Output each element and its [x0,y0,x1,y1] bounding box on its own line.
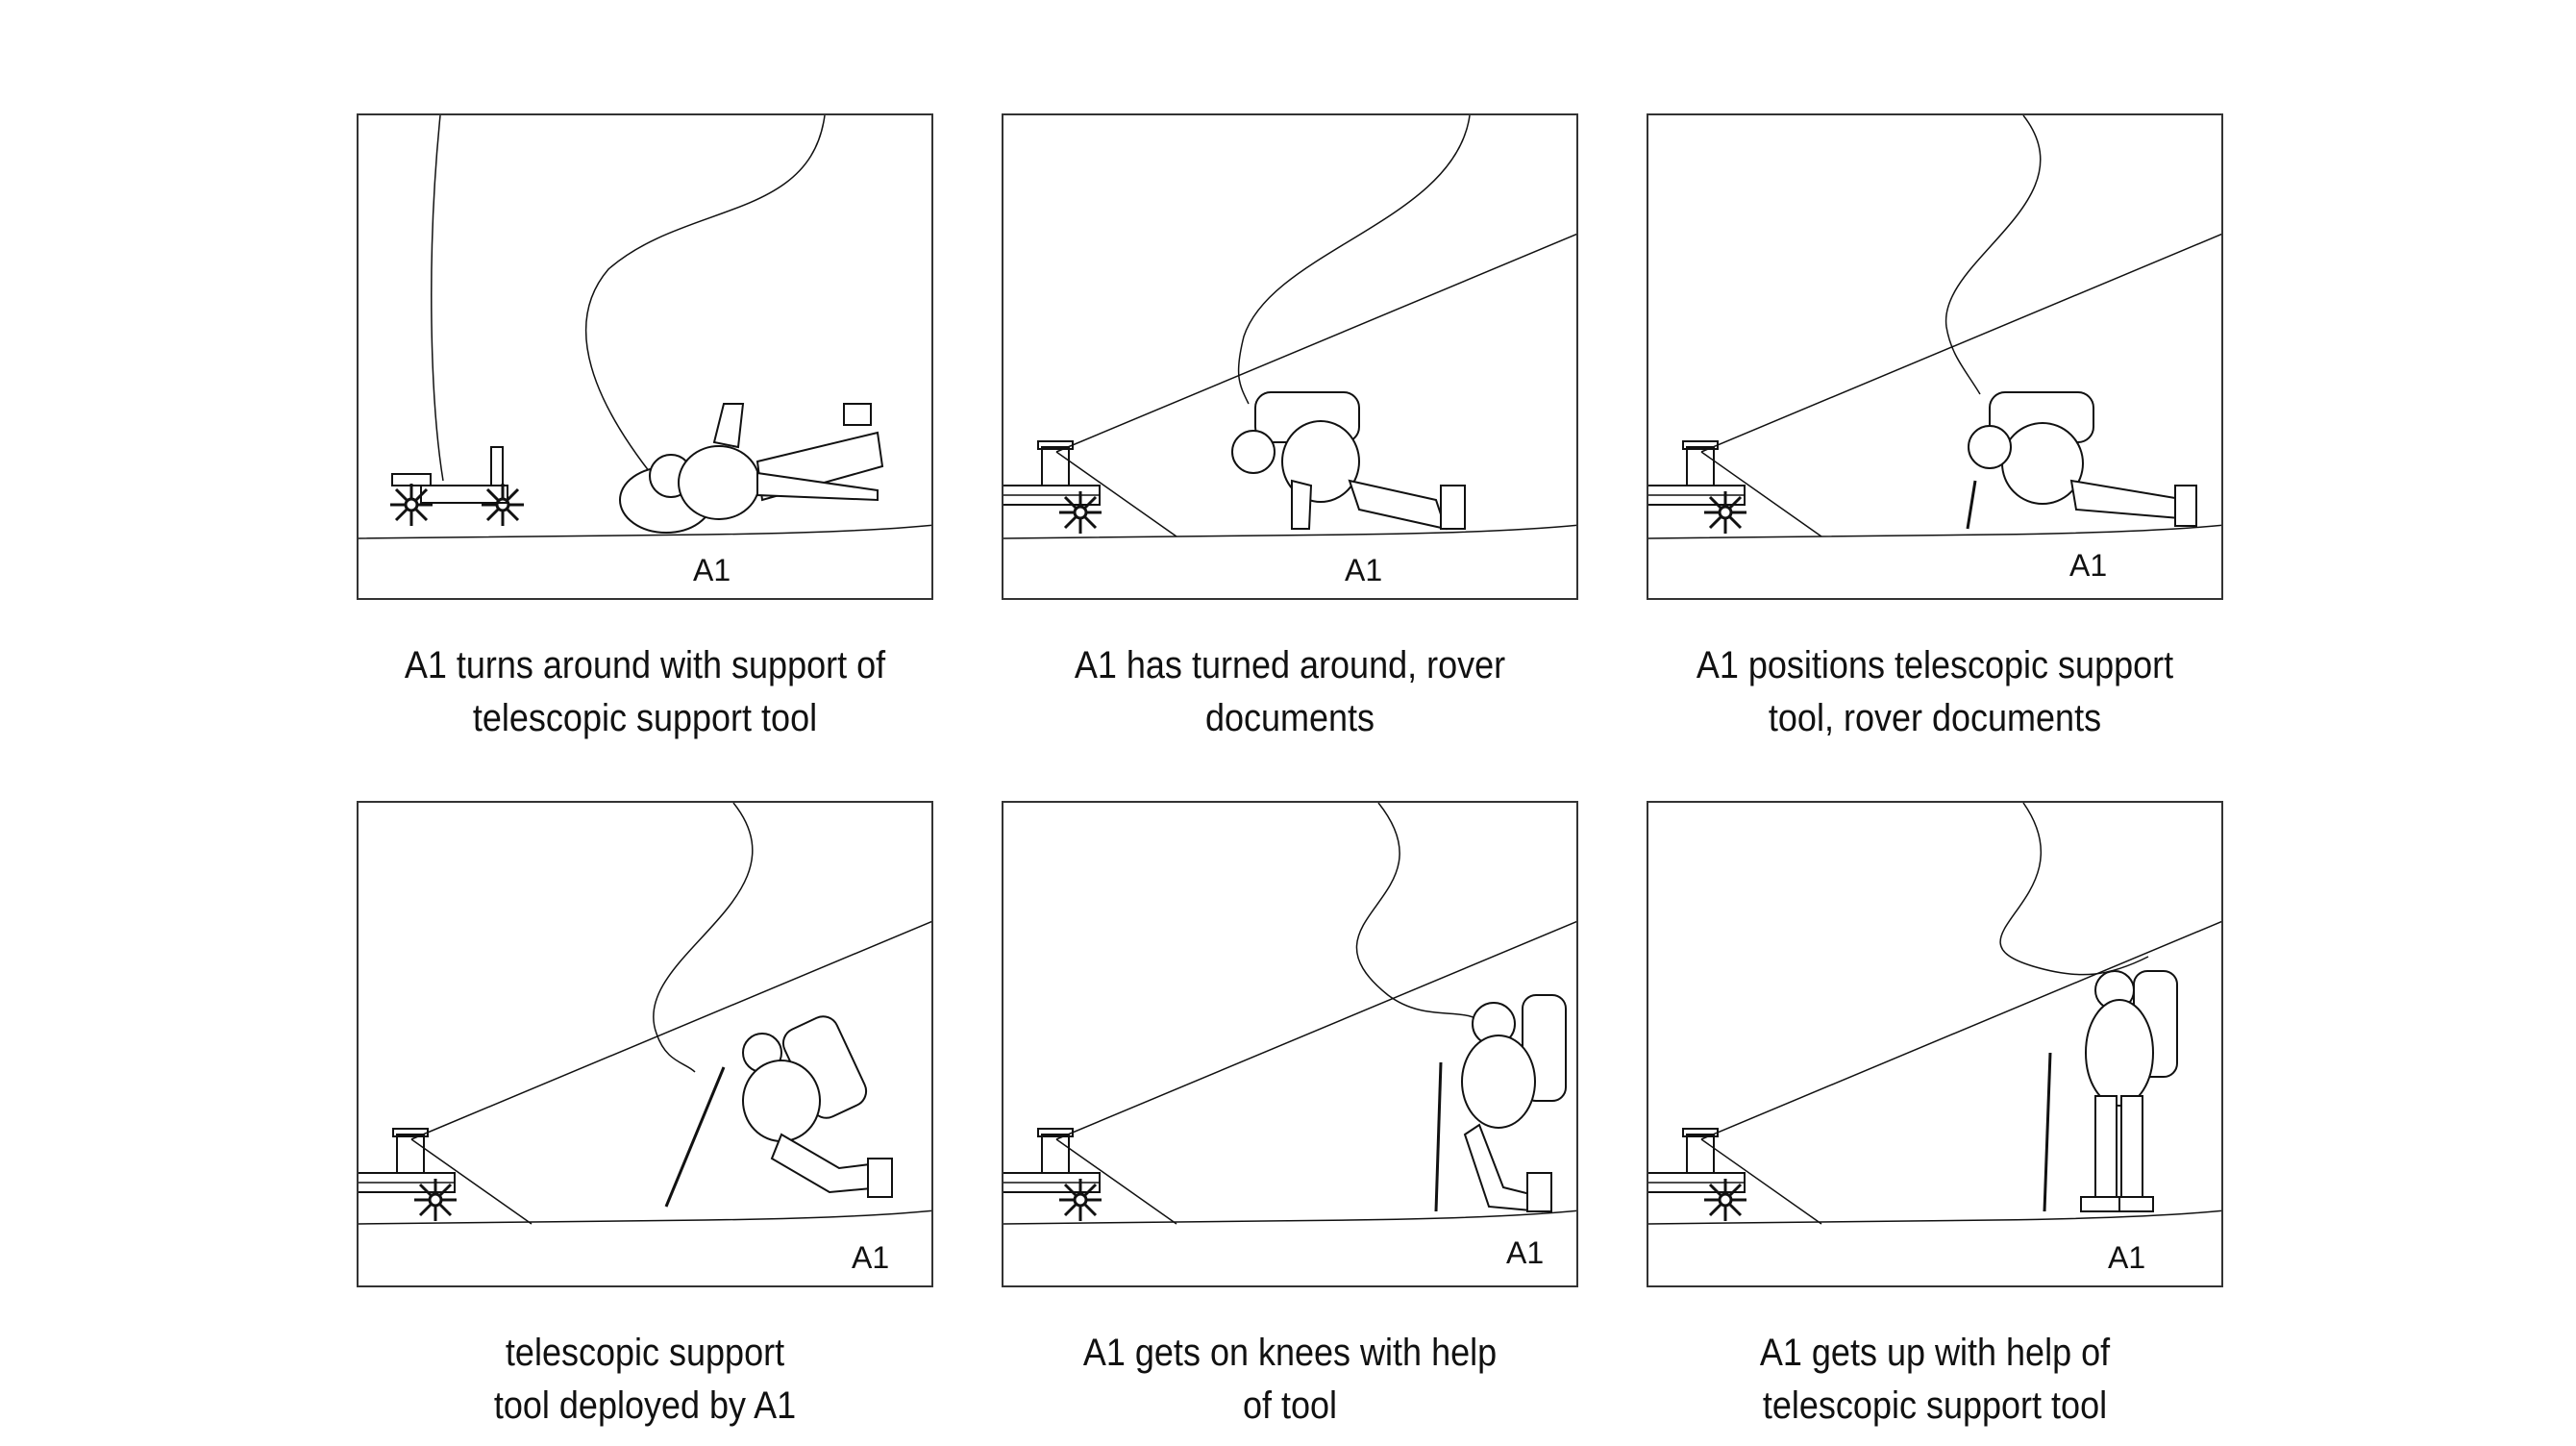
storyboard-panel-3: A1 [1647,113,2223,600]
astronaut-label-a1: A1 [1345,553,1383,587]
astronaut-label-a1: A1 [1506,1235,1545,1270]
panel-6-caption: A1 gets up with help of telescopic suppo… [1632,1327,2238,1433]
caption-line: A1 has turned around, rover [1074,644,1506,686]
storyboard-panel-6: A1 [1647,801,2223,1287]
panel-5-caption: A1 gets on knees with help of tool [987,1327,1593,1433]
panel-4-caption: telescopic support tool deployed by A1 [342,1327,948,1433]
caption-line: of tool [1242,1384,1338,1427]
scene-illustration-5 [1003,803,1576,1225]
storyboard-panel-2: A1 [1002,113,1578,600]
astronaut-label-a1: A1 [2069,548,2108,583]
caption-line: telescopic support tool [1762,1384,2108,1427]
caption-line: tool, rover documents [1768,697,2102,739]
storyboard-panel-1: A1 [357,113,933,600]
scene-illustration-6 [1648,803,2221,1225]
caption-line: telescopic support [505,1332,785,1374]
caption-line: A1 positions telescopic support [1696,644,2174,686]
caption-line: documents [1204,697,1375,739]
caption-line: A1 gets up with help of [1759,1332,2111,1374]
caption-line: A1 turns around with support of [404,644,886,686]
scene-illustration-3 [1648,115,2221,539]
astronaut-label-a1: A1 [852,1240,890,1275]
storyboard-panel-4: A1 [357,801,933,1287]
caption-line: telescopic support tool [472,697,818,739]
panel-3-caption: A1 positions telescopic support tool, ro… [1632,639,2238,745]
panel-2-caption: A1 has turned around, rover documents [987,639,1593,745]
astronaut-label-a1: A1 [693,553,731,587]
scene-illustration-1 [359,115,931,539]
scene-illustration-2 [1003,115,1576,539]
caption-line: A1 gets on knees with help [1082,1332,1498,1374]
caption-line: tool deployed by A1 [493,1384,797,1427]
storyboard-panel-5: A1 [1002,801,1578,1287]
scene-illustration-4 [359,803,931,1225]
astronaut-label-a1: A1 [2108,1240,2146,1275]
panel-1-caption: A1 turns around with support of telescop… [342,639,948,745]
